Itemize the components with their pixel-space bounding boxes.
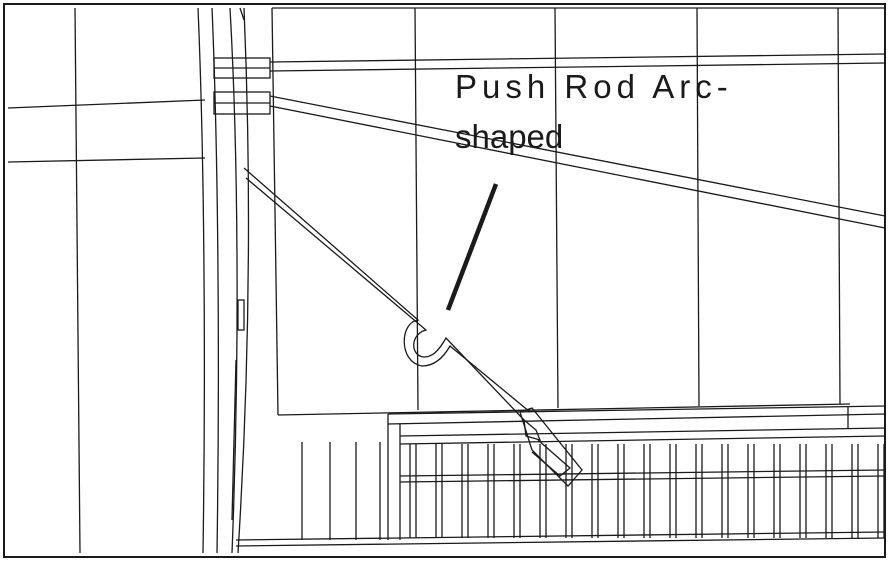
radiator-slats xyxy=(409,444,885,538)
rod-brackets xyxy=(213,57,271,115)
short-slats xyxy=(301,442,381,540)
arc-shaped-push-rod xyxy=(243,167,531,421)
straight-rods xyxy=(269,53,886,229)
figure-border xyxy=(3,3,886,558)
callout-leader-line xyxy=(445,183,499,311)
callout-label-line-1: Push Rod Arc- xyxy=(455,68,733,105)
background-panels xyxy=(7,7,885,554)
callout-label-line-2: shaped xyxy=(455,118,564,155)
lower-rail xyxy=(235,405,886,547)
side-frame xyxy=(197,7,250,554)
